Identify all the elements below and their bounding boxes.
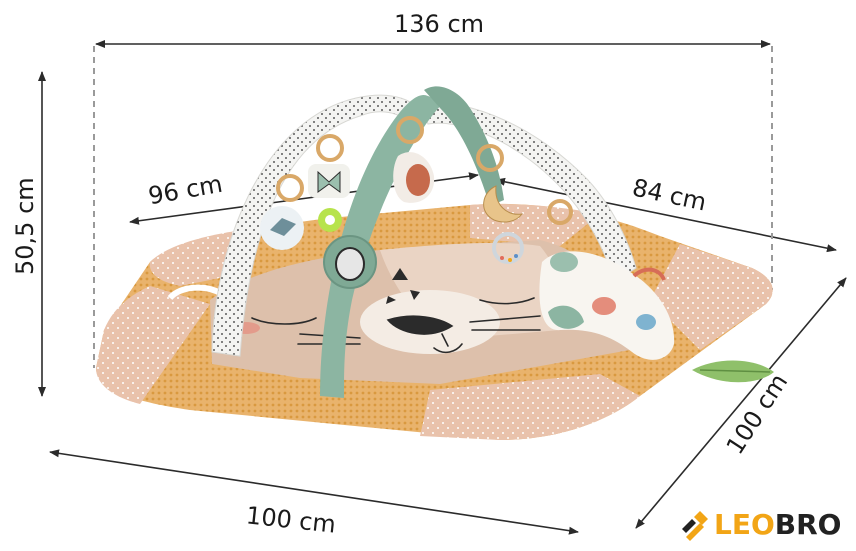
mat-corner-left xyxy=(96,286,210,404)
bird-toy-icon xyxy=(260,206,304,250)
brand-logo: LEOBRO xyxy=(678,505,842,545)
mat-corner-bottom xyxy=(420,374,640,440)
face-triangle xyxy=(392,268,408,280)
moon-toy-icon xyxy=(483,185,524,223)
mat-front-arrow xyxy=(49,449,579,535)
butterfly-toy-icon xyxy=(308,164,350,198)
height-left-label: 50,5 cm xyxy=(11,177,39,275)
leaf-teether-icon xyxy=(692,360,774,383)
rattle-toy-icon xyxy=(492,232,524,264)
mat-side-arrow xyxy=(635,277,847,529)
brand-logo-icon xyxy=(682,511,708,541)
hedgehog-toy-icon xyxy=(393,152,435,203)
brand-name: LEOBRO xyxy=(714,511,842,539)
hanging-toys xyxy=(260,116,774,383)
chameleon-pillow-icon xyxy=(539,251,675,360)
mat-corner-right xyxy=(650,244,773,350)
arch-green-right xyxy=(424,86,504,206)
teether-toy-icon xyxy=(318,208,342,232)
dashed-guides xyxy=(93,46,773,368)
brand-name-part2: BRO xyxy=(774,508,842,541)
dimension-lines xyxy=(38,40,847,535)
width-top-label: 136 cm xyxy=(394,10,485,38)
arch-depth-arrow xyxy=(495,177,837,253)
brand-name-part1: LEO xyxy=(714,508,775,541)
